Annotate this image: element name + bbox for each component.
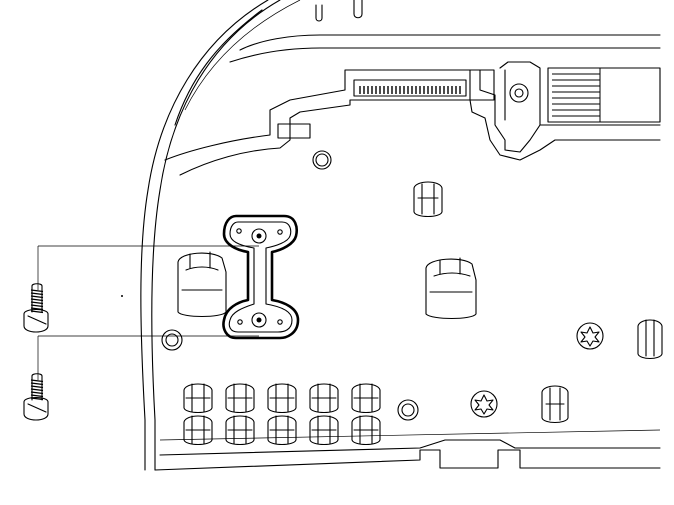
small-socket-lower	[541, 385, 569, 424]
top-tabs	[315, 0, 363, 22]
mount-hole-lower-center	[397, 399, 419, 421]
bulb-socket-right	[425, 257, 477, 320]
socket-row	[183, 383, 381, 446]
row-socket	[267, 415, 297, 446]
row-socket	[183, 383, 213, 414]
screw-1	[23, 283, 49, 333]
row-socket	[183, 415, 213, 446]
row-socket	[267, 383, 297, 414]
small-socket-right	[637, 319, 663, 360]
highlighted-bracket	[222, 214, 300, 340]
row-socket	[351, 383, 381, 414]
torx-screw-lower	[470, 390, 498, 418]
bulb-socket-left	[177, 251, 227, 318]
row-socket	[225, 383, 255, 414]
leader-lines	[37, 245, 259, 380]
screw-2	[23, 373, 49, 421]
mount-boss-top	[499, 61, 541, 126]
row-socket	[225, 415, 255, 446]
row-socket	[309, 383, 339, 414]
torx-screw-right	[576, 322, 604, 350]
mount-hole-lower-left	[161, 329, 183, 351]
row-socket	[351, 415, 381, 446]
housing-outline	[140, 0, 661, 471]
row-socket	[309, 415, 339, 446]
small-socket-upper	[413, 181, 443, 218]
striped-block	[547, 67, 661, 123]
electrical-connector	[353, 69, 495, 101]
mount-hole-upper	[312, 150, 332, 170]
